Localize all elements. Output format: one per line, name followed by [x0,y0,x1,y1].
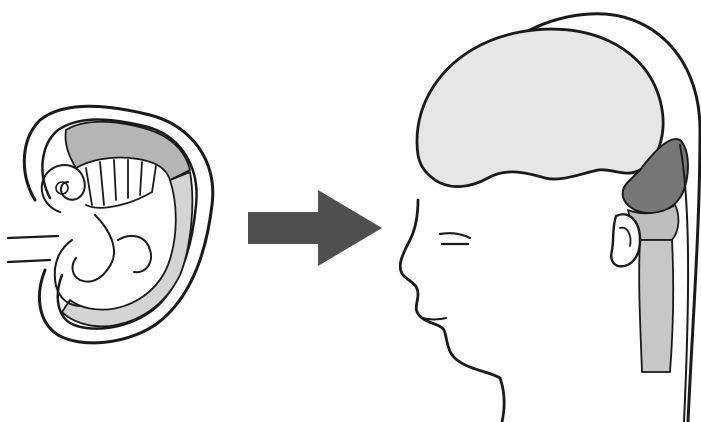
embryo-limb-bud [118,236,151,272]
head-neck-front [610,370,620,422]
arrow-right-icon [248,190,382,266]
embryo-stalk-upper [8,236,58,238]
head-spinal-cord [639,240,673,372]
head-mouth [422,318,446,320]
embryo-head-swirl [42,165,85,212]
head-cerebrum [417,29,663,187]
head-eye [440,233,470,244]
head-ear [611,214,640,266]
embryo-icon [8,106,213,343]
embryo-stalk-lower [8,260,50,262]
head-profile-icon [400,14,700,422]
embryo-body-curve [73,215,114,282]
embryo-segments [86,160,156,208]
